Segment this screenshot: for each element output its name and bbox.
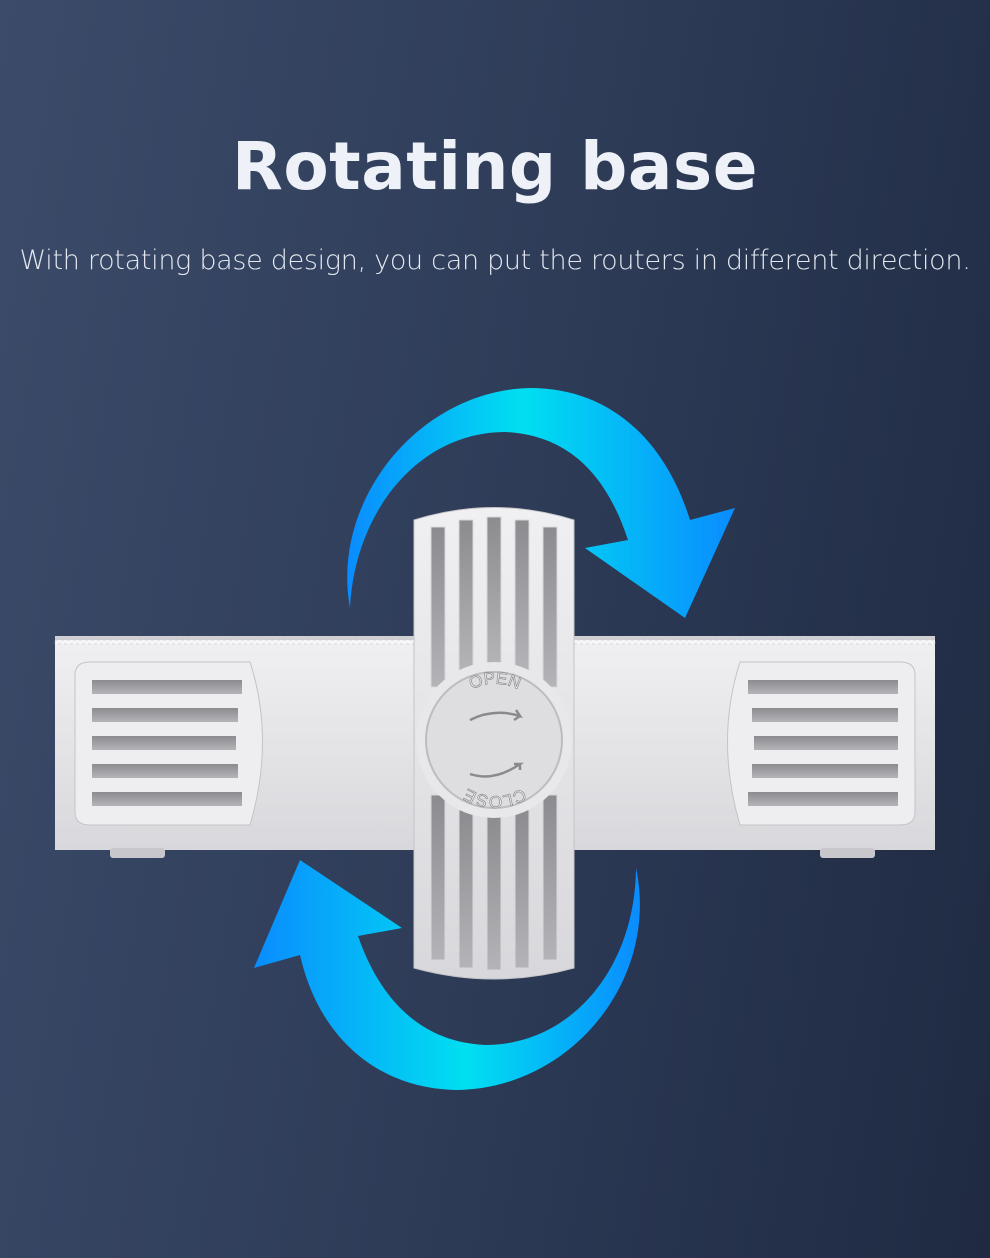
page-subtitle: With rotating base design, you can put t… [19,245,971,276]
open-arrow-icon [469,709,523,722]
rotation-dial[interactable] [425,671,563,809]
page-title: Rotating base [232,128,758,205]
rotating-base-plate[interactable]: OPEN CLOSE [413,507,575,980]
close-arrow-icon [469,762,525,778]
vent-panel-left [74,661,263,826]
vent-panel-right [727,661,916,826]
rotation-arrow-bottom [254,860,640,1090]
rotation-arrow-top [347,388,735,618]
